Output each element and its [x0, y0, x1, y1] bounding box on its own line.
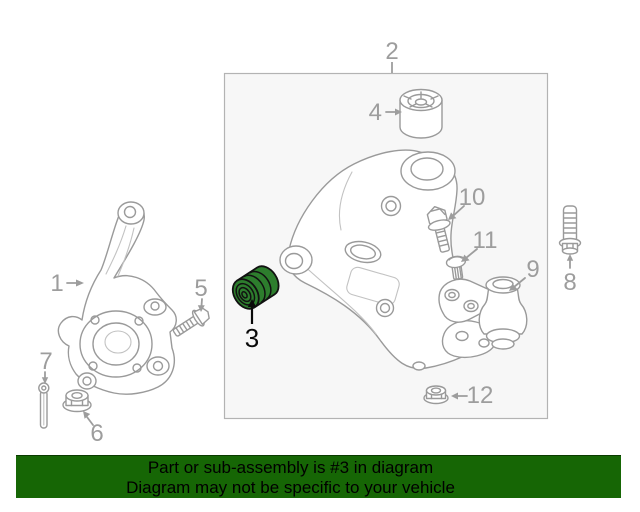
callout-arrow-4 [385, 108, 402, 116]
nut-12-drawing[interactable] [423, 385, 449, 405]
callout-label-7[interactable]: 7 [39, 348, 52, 375]
banner-line-1: Part or sub-assembly is #3 in diagram [147, 458, 434, 477]
callout-arrow-11 [461, 248, 478, 262]
callout-arrow-3 [247, 299, 257, 324]
callout-arrow-10 [448, 205, 465, 220]
bolt-5-drawing[interactable] [170, 304, 213, 341]
bolt-10-drawing[interactable] [424, 204, 456, 254]
info-banner: Part or sub-assembly is #3 in diagram Di… [16, 455, 621, 498]
callout-arrow-9 [509, 277, 526, 291]
callout-arrow-7 [41, 371, 49, 384]
callout-label-9[interactable]: 9 [526, 256, 539, 283]
callout-label-6[interactable]: 6 [90, 420, 103, 447]
callout-arrow-1 [66, 279, 84, 287]
callout-arrow-6 [83, 411, 94, 426]
bushing-upper-drawing[interactable] [399, 88, 443, 139]
callout-label-5[interactable]: 5 [194, 275, 207, 302]
ball-joint-drawing[interactable] [438, 276, 528, 350]
stud-7-drawing[interactable] [38, 382, 50, 429]
nut-6-drawing[interactable] [62, 389, 92, 413]
banner-line-2: Diagram may not be specific to your vehi… [126, 478, 455, 497]
bolt-8-drawing[interactable] [558, 205, 582, 255]
bushing-part-highlighted[interactable] [227, 262, 283, 314]
parts-diagram: 2 4 [38, 38, 582, 447]
callout-arrow-8 [566, 254, 574, 269]
callout-arrow-12 [451, 392, 468, 400]
callout-label-1[interactable]: 1 [50, 270, 63, 297]
callout-label-4[interactable]: 4 [369, 99, 382, 126]
callout-label-12[interactable]: 12 [467, 382, 494, 409]
callout-label-3[interactable]: 3 [245, 323, 259, 353]
steering-knuckle-drawing[interactable] [57, 201, 177, 395]
callout-arrow-5 [197, 298, 205, 312]
callout-label-2[interactable]: 2 [385, 38, 398, 65]
callout-label-8[interactable]: 8 [563, 269, 576, 296]
